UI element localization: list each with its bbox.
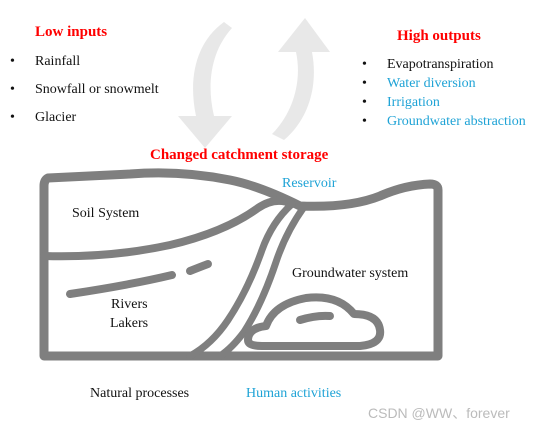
list-item: •Groundwater abstraction <box>362 114 526 129</box>
list-item: •Glacier <box>10 104 159 132</box>
river-streak-short <box>186 260 212 275</box>
list-item: •Snowfall or snowmelt <box>10 76 159 104</box>
bullet-icon: • <box>362 57 367 72</box>
catchment-outline <box>39 168 443 361</box>
up-arrow-icon <box>272 18 330 140</box>
bullet-icon: • <box>10 54 15 69</box>
high-outputs-title: High outputs <box>397 28 481 44</box>
river-bank <box>216 203 308 360</box>
list-item: •Evapotranspiration <box>362 57 494 72</box>
soil-boundary <box>40 196 296 261</box>
bullet-icon: • <box>362 76 367 91</box>
watermark: CSDN @WW、forever <box>368 405 510 421</box>
bullet-icon: • <box>10 82 15 97</box>
groundwater-system-label: Groundwater system <box>292 266 409 281</box>
groundwater-streak <box>296 311 334 324</box>
legend-natural: Natural processes <box>90 386 190 401</box>
bullet-icon: • <box>362 95 367 110</box>
list-item: •Rainfall <box>10 48 159 76</box>
river-streak-long <box>66 271 176 298</box>
low-inputs-list: •Rainfall •Snowfall or snowmelt •Glacier <box>10 48 159 132</box>
groundwater-mound <box>244 293 385 350</box>
legend-human: Human activities <box>246 386 342 401</box>
storage-title: Changed catchment storage <box>150 147 329 163</box>
low-inputs-title: Low inputs <box>35 24 108 40</box>
rivers-label: Rivers <box>111 297 148 312</box>
lakers-label: Lakers <box>110 316 149 331</box>
high-outputs-list: •Evapotranspiration •Water diversion •Ir… <box>362 55 526 131</box>
soil-system-label: Soil System <box>72 206 140 221</box>
list-item: •Water diversion <box>362 76 476 91</box>
bullet-icon: • <box>362 114 367 129</box>
reservoir-label: Reservoir <box>282 176 337 191</box>
bullet-icon: • <box>10 110 15 125</box>
river-line <box>186 200 296 360</box>
list-item: •Irrigation <box>362 95 440 110</box>
down-arrow-icon <box>178 22 232 148</box>
